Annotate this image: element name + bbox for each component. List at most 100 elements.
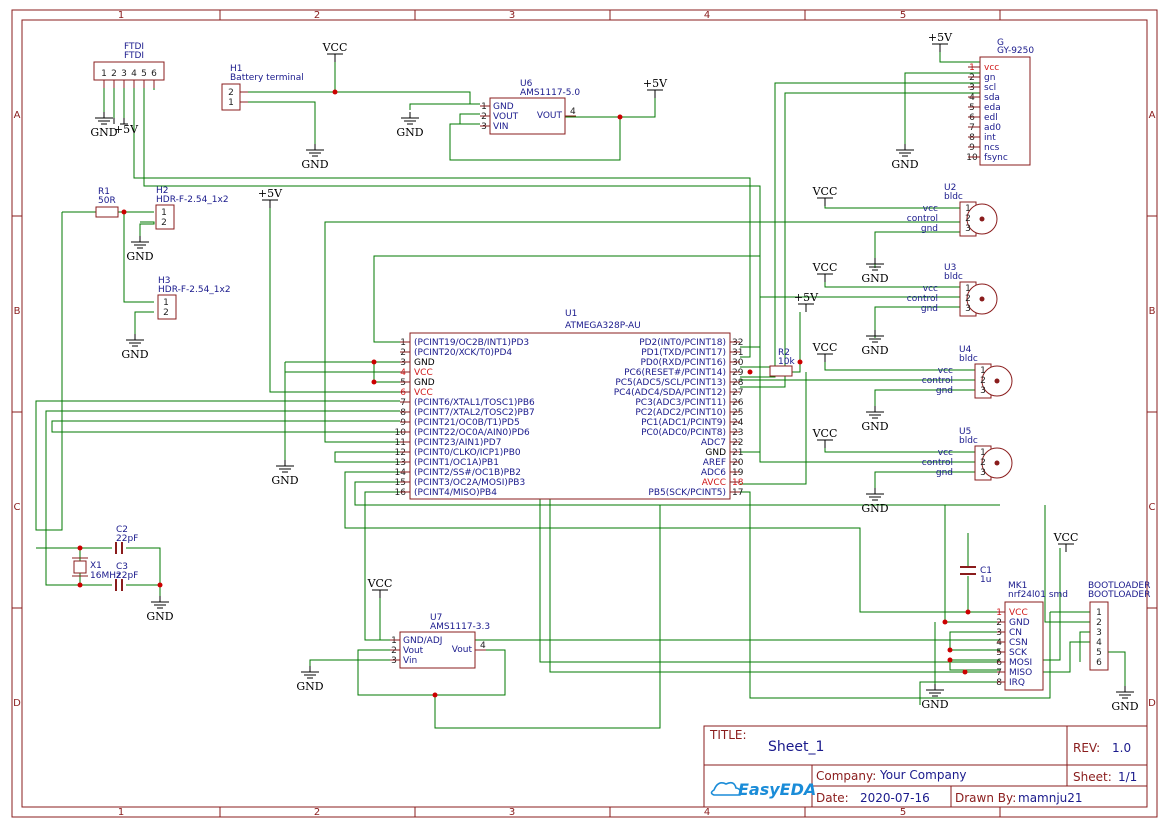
ground-symbol: GND — [861, 258, 889, 285]
vcc-symbol-label: VCC — [812, 261, 838, 274]
x1-ref: X1 — [90, 561, 102, 571]
ftdi-ref: FTDI — [124, 42, 144, 52]
r2-value: 10k — [778, 357, 795, 367]
ground-symbol: GND — [301, 144, 329, 171]
bldc-motor-u4-value: bldc — [959, 354, 978, 364]
vcc-symbol-label: VCC — [812, 341, 838, 354]
u1-right-pin-name: PD2(INT0/PCINT18) — [639, 338, 726, 348]
bootloader-pin-number: 5 — [1096, 648, 1102, 658]
capacitor-c2-value: 22pF — [116, 534, 138, 544]
gy-pin-number: 9 — [969, 143, 975, 153]
c1-ref: C1 — [980, 566, 992, 576]
u1-right-pin-name: PC5(ADC5/SCL/PCINT13) — [615, 378, 726, 388]
u1-left-pin-name: (PCINT4/MISO)PB4 — [414, 488, 497, 498]
u1-right-pin-number: 21 — [732, 448, 743, 458]
capacitor-c3-ref: C3 — [116, 562, 128, 572]
mk1-pin-number: 3 — [996, 628, 1002, 638]
u1-right-pin-number: 25 — [732, 408, 743, 418]
bldc-motor-u2-pin-name: gnd — [921, 224, 938, 234]
bootloader-ref: BOOTLOADER — [1088, 581, 1150, 591]
vcc-symbol: VCC — [812, 341, 838, 362]
ground-symbol-label: GND — [121, 348, 148, 361]
u1-left-pin-number: 9 — [400, 418, 406, 428]
gy-ref: G — [997, 38, 1004, 48]
rev-value: 1.0 — [1112, 741, 1131, 755]
bldc-motor-u3-pin-name: control — [907, 294, 938, 304]
drawn-value: mamnju21 — [1018, 791, 1083, 805]
vcc-symbol: VCC — [812, 261, 838, 282]
border-col-label: 3 — [509, 807, 515, 818]
sheet-value: 1/1 — [1118, 770, 1137, 784]
u1-right-pin-number: 18 — [732, 478, 744, 488]
plus5v-symbol: +5V — [113, 118, 139, 136]
ftdi-pin-number: 3 — [121, 69, 127, 79]
ground-symbol-label: GND — [90, 126, 117, 139]
plus5v-symbol: +5V — [928, 31, 953, 52]
vcc-symbol: VCC — [812, 185, 837, 206]
bldc-motor-u3-pin-name: gnd — [921, 304, 938, 314]
regulator-u6-pin-number: 3 — [481, 122, 487, 132]
c1-value: 1u — [980, 575, 991, 585]
u1-left-pin-number: 15 — [395, 478, 406, 488]
outer-frame — [11, 9, 1158, 818]
company-value: Your Company — [879, 768, 967, 782]
u1-left-pin-name: VCC — [414, 368, 433, 378]
gy-pin-name: scl — [984, 83, 996, 93]
title-key: TITLE: — [709, 728, 747, 742]
ftdi-pin-number: 5 — [141, 69, 147, 79]
regulator-u7-pin-name: GND/ADJ — [403, 636, 442, 646]
h1-value: Battery terminal — [230, 73, 304, 83]
ground-symbol-label: GND — [861, 272, 888, 285]
border-col-label: 5 — [900, 807, 906, 818]
u1-left-pin-number: 16 — [395, 488, 407, 498]
u1-left-pin-name: (PCINT22/OC0A/AIN0)PD6 — [414, 428, 530, 438]
u1-right-pin-name: AVCC — [702, 478, 726, 488]
regulator-u6-ref: U6 — [520, 79, 533, 89]
u1-left-pin-name: (PCINT20/XCK/T0)PD4 — [414, 348, 512, 358]
title-block: TITLE: Sheet_1 REV: 1.0 Company: Your Co… — [703, 725, 1148, 808]
vcc-symbol: VCC — [322, 41, 347, 62]
u1-left-pin-name: (PCINT2/SS#/OC1B)PB2 — [414, 468, 521, 478]
u1-left-pin-number: 6 — [400, 388, 406, 398]
header-h3-value: HDR-F-2.54_1x2 — [158, 285, 231, 295]
u1-right-pin-name: PC4(ADC4/SDA/PCINT12) — [614, 388, 726, 398]
mk1-pin-number: 6 — [996, 658, 1002, 668]
bldc-motor-u5-ref: U5 — [959, 427, 971, 437]
u1-left-pin-number: 2 — [400, 348, 406, 358]
u1-left-pin-name: (PCINT19/OC2B/INT1)PD3 — [414, 338, 529, 348]
u1-right-pin-name: PC0(ADC0/PCINT8) — [641, 428, 726, 438]
ground-symbol-label: GND — [861, 420, 888, 433]
mk1-pin-name: IRQ — [1009, 678, 1025, 688]
bldc-motor-u4-ref: U4 — [959, 345, 972, 355]
bldc-motor-u2-ref: U2 — [944, 183, 956, 193]
bldc-motor-u2-pin-number: 2 — [965, 214, 971, 224]
border-col-label: 2 — [314, 10, 320, 21]
regulator-u6-pin-name: VOUT — [493, 112, 519, 122]
easyeda-logo-text: EasyEDA — [738, 780, 816, 799]
gy-pin-name: ad0 — [984, 123, 1001, 133]
border-col-label: 1 — [118, 10, 124, 21]
border-col-label: 4 — [704, 10, 710, 21]
border-row-label: B — [14, 306, 21, 317]
gy-pin-name: edl — [984, 113, 998, 123]
gy-pin-name: vcc — [984, 63, 999, 73]
plus5v-symbol: +5V — [258, 187, 283, 208]
u1-right-pin-number: 24 — [732, 418, 744, 428]
gy-pin-number: 8 — [969, 133, 975, 143]
u1-right-pin-number: 28 — [732, 378, 744, 388]
gy-pin-number: 4 — [969, 93, 975, 103]
ground-symbol-label: GND — [146, 610, 173, 623]
mk1-pin-number: 1 — [996, 608, 1002, 618]
u1-right-pin-name: ADC7 — [701, 438, 726, 448]
regulator-u7-pin-number: 2 — [391, 646, 397, 656]
r1-value: 50R — [98, 196, 116, 206]
bldc-motor-u5-value: bldc — [959, 436, 978, 446]
border-row-label: B — [1149, 306, 1156, 317]
mk1-pin-number: 8 — [996, 678, 1002, 688]
